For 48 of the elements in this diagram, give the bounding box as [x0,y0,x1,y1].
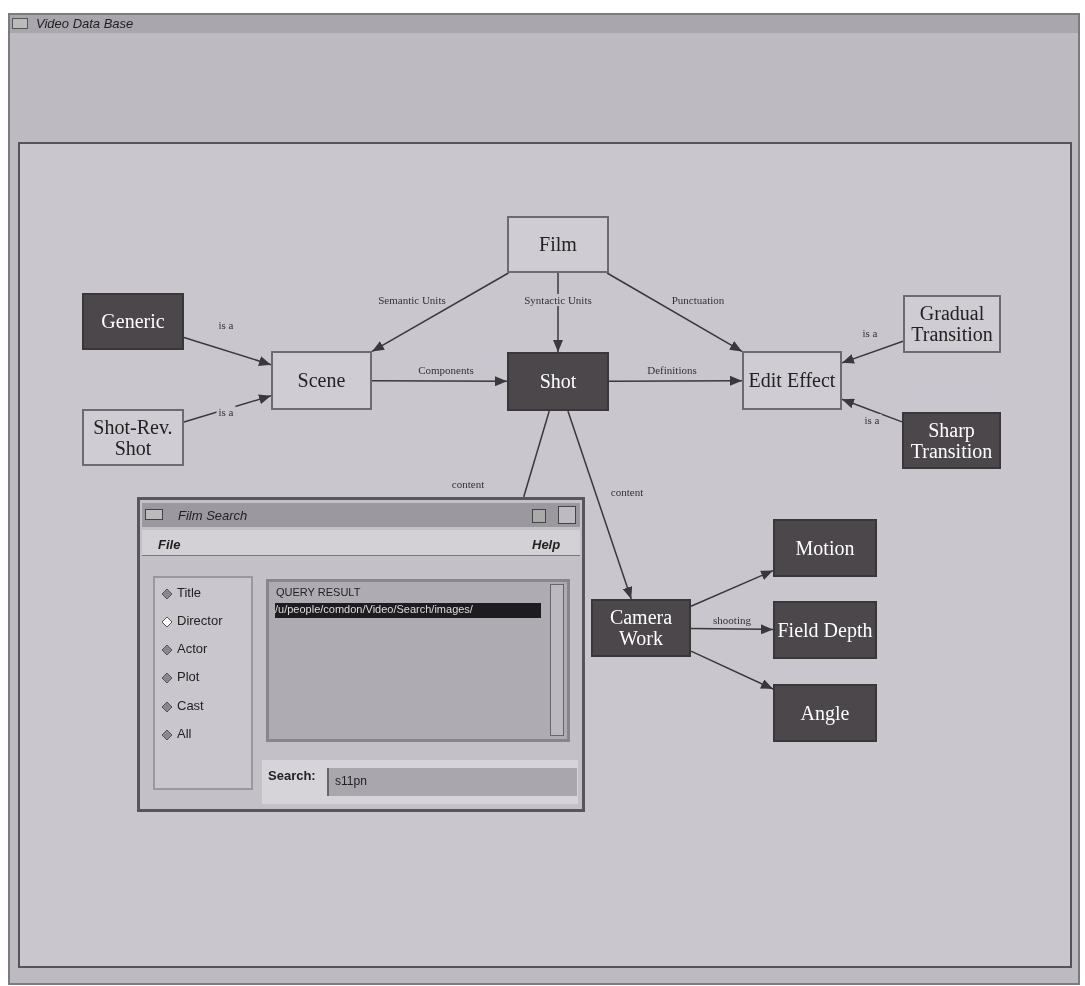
concept-box: Film [507,216,609,273]
radio-option: Plot [162,669,242,686]
edge-label: is a [860,327,880,339]
arrow [183,336,272,366]
concept-box: Angle [773,684,877,742]
concept-box: Generic [82,293,184,350]
concept-box: Shot [507,352,609,411]
arrow [606,272,743,353]
arrow [608,375,743,386]
concept-box: Sharp Transition [902,412,1001,469]
window-title: Video Data Base [36,16,135,31]
list-header: QUERY RESULT [276,586,362,600]
input-field: s11pn [327,768,577,796]
edge-label: Semantic Units [376,294,448,306]
concept-box: Gradual Transition [903,295,1001,353]
arrow [690,569,774,607]
arrow [690,624,774,635]
arrow [690,650,774,690]
selected-result-row: /u/people/comdon/Video/Search/images/ [275,603,541,618]
field-label: Search: [268,768,317,784]
radio-option: Director [162,613,242,630]
edge-label: is a [216,319,236,331]
edge-label: Definitions [645,364,699,376]
dialog-title: Film Search [178,508,248,523]
edge-label: Components [416,364,476,376]
concept-box: Field Depth [773,601,877,659]
concept-box: Camera Work [591,599,691,657]
edge-label: Syntactic Units [522,294,594,306]
arrow [841,398,903,423]
edge-label: shooting [711,614,753,626]
edge-label: is a [216,406,236,418]
arrow [371,376,508,387]
radio-option: Cast [162,698,242,715]
concept-box: Scene [271,351,372,410]
menu-item: Help [532,537,562,553]
arrow [183,394,272,423]
arrow [841,340,904,364]
arrow [567,410,633,600]
edge-label: Punctuation [669,294,727,306]
edge-label: is a [862,414,882,426]
radio-option: Title [162,585,242,602]
arrow [371,272,510,353]
radio-option: All [162,726,242,743]
concept-box: Edit Effect [742,351,842,410]
menu-item: File [158,537,182,553]
concept-box: Shot-Rev. Shot [82,409,184,466]
concept-box: Motion [773,519,877,577]
radio-option: Actor [162,641,242,658]
